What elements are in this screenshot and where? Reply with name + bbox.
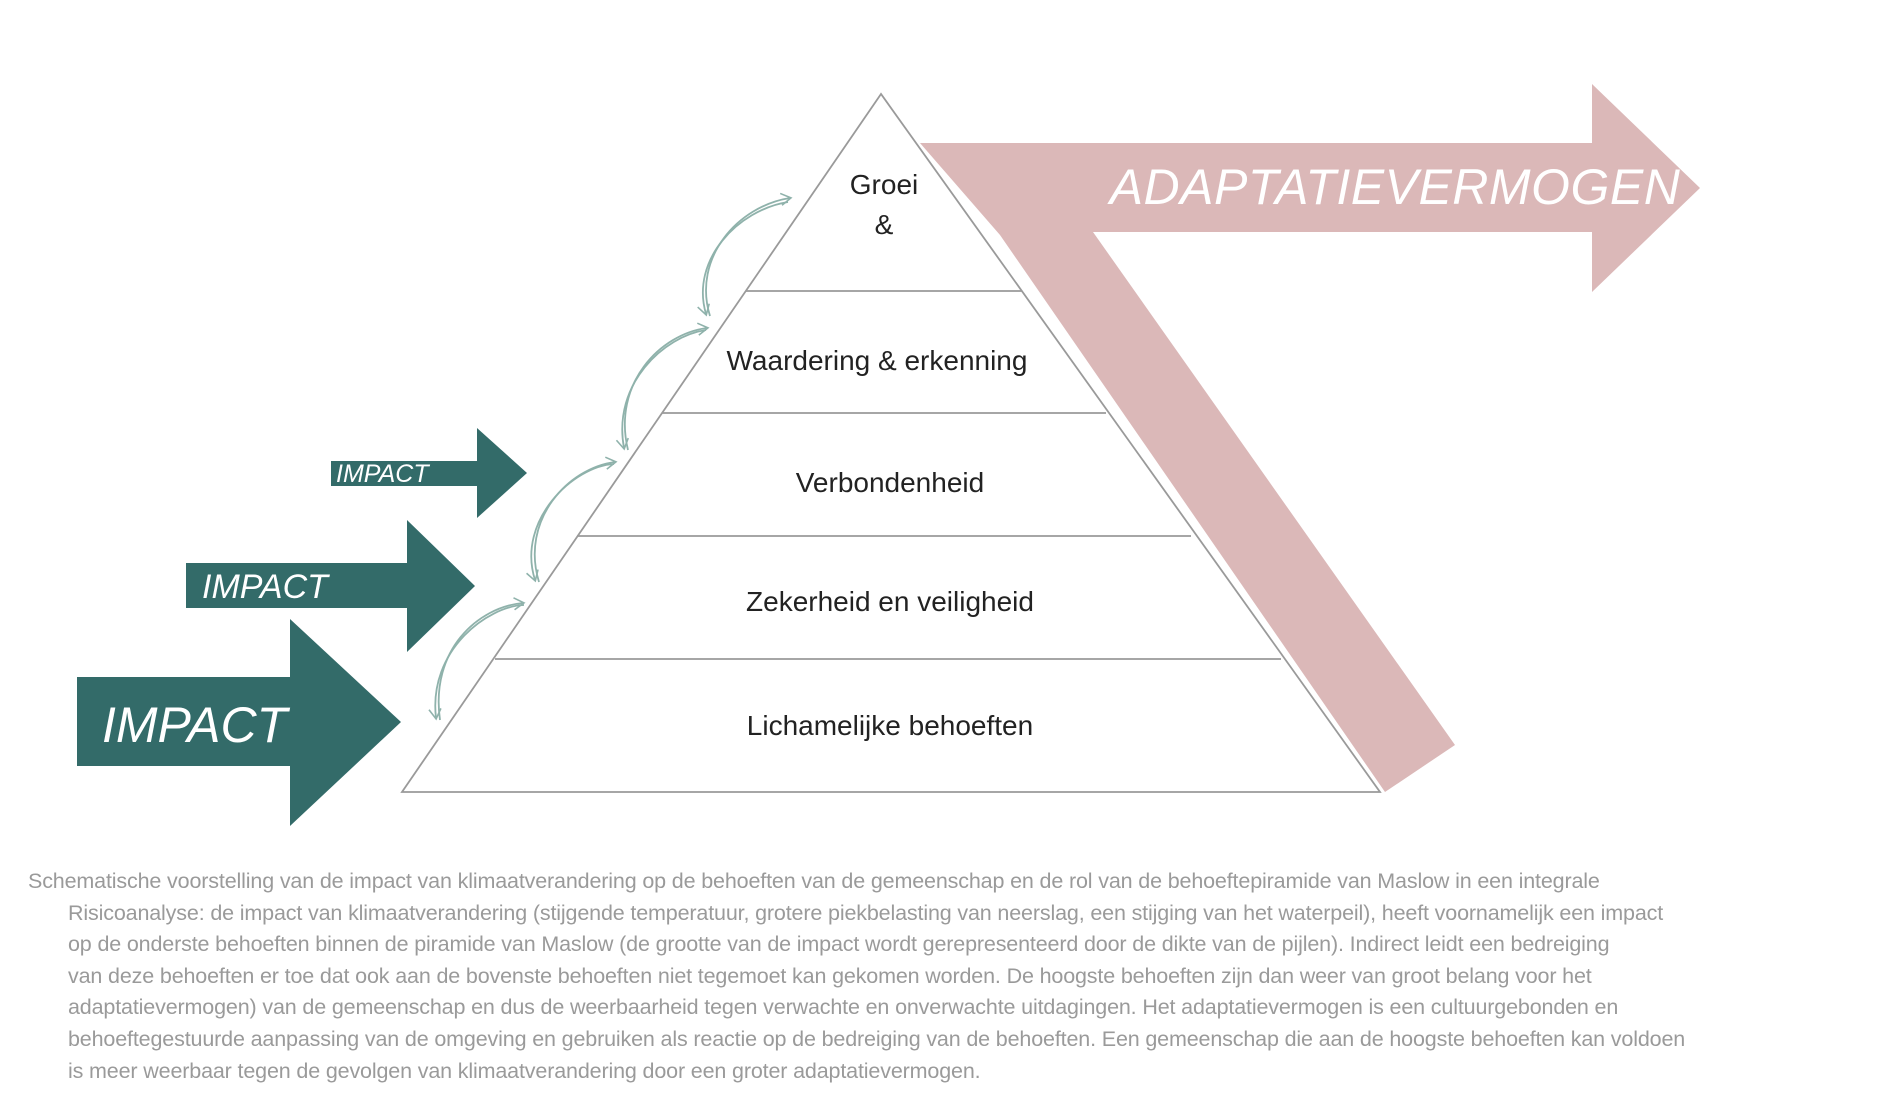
connector-physiological-to-safety	[437, 597, 526, 721]
pyramid-level-belonging: Verbondenheid	[796, 467, 984, 498]
impact-arrow-large-label: IMPACT	[102, 697, 291, 753]
pyramid-outline	[400, 92, 1382, 793]
impact-arrow-small-label: IMPACT	[336, 460, 430, 488]
caption-line: Schematische voorstelling van de impact …	[28, 869, 1600, 893]
connector-esteem-to-belonging	[615, 329, 707, 451]
caption-line: behoeftegestuurde aanpassing van de omge…	[68, 1026, 1686, 1051]
pyramid-level-safety: Zekerheid en veiligheid	[746, 586, 1034, 617]
impact-arrow-large	[77, 619, 401, 826]
pyramid-level-top-line2: &	[875, 209, 894, 240]
impact-arrow-small	[331, 428, 527, 518]
adaptation-arrow	[920, 84, 1700, 792]
caption-line: is meer weerbaar tegen de gevolgen van k…	[68, 1058, 981, 1083]
maslow-impact-diagram: ADAPTATIEVERMOGEN Groei & Waardering & e…	[77, 84, 1700, 826]
adaptation-arrow-label: ADAPTATIEVERMOGEN	[1107, 159, 1681, 215]
impact-arrows: IMPACT IMPACT IMPACT	[77, 428, 527, 826]
level-connectors	[428, 192, 793, 721]
connector-esteem-to-top	[705, 192, 793, 317]
figure-caption: Schematische voorstelling van de impact …	[28, 866, 1828, 1087]
pyramid: Groei & Waardering & erkenning Verbonden…	[400, 92, 1382, 793]
connector-safety-to-physiological	[428, 604, 525, 721]
connector-belonging-to-esteem	[623, 322, 710, 451]
impact-arrow-medium	[186, 520, 475, 652]
caption-line: op de onderste behoeften binnen de piram…	[68, 932, 1610, 957]
pyramid-level-top-line1: Groei	[850, 169, 918, 200]
pyramid-level-esteem: Waardering & erkenning	[727, 345, 1028, 376]
impact-arrow-medium-label: IMPACT	[202, 568, 330, 606]
caption-line: Risicoanalyse: de impact van klimaatvera…	[68, 900, 1664, 925]
pyramid-level-physiological: Lichamelijke behoeften	[747, 710, 1033, 741]
connector-safety-to-belonging	[533, 456, 618, 583]
caption-line: adaptatievermogen) van de gemeenschap en…	[68, 995, 1619, 1020]
caption-line: van deze behoeften er toe dat ook aan de…	[68, 963, 1592, 988]
